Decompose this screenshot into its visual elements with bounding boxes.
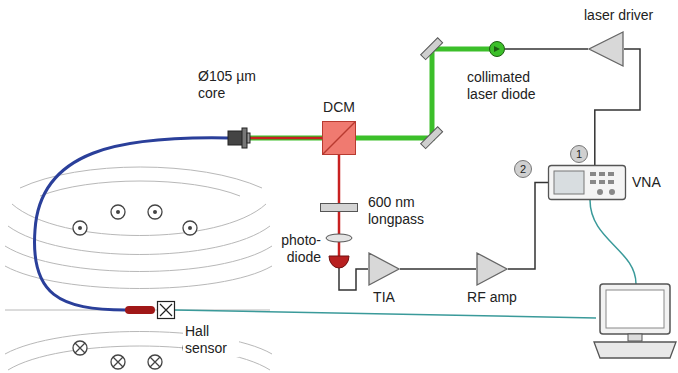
computer <box>594 284 676 358</box>
hall-sensor: Hall sensor <box>157 301 175 319</box>
coil-in <box>73 341 197 369</box>
signal-wire <box>505 48 588 50</box>
fluorescence-beam <box>250 137 322 140</box>
coil-out-dots <box>78 210 192 230</box>
vna-cable <box>590 200 636 284</box>
vna-instrument: VNA <box>548 165 626 200</box>
component-label: DCM <box>314 99 364 116</box>
component-label: collimated laser diode <box>467 69 549 103</box>
laser-diode: collimated laser diode <box>489 41 505 57</box>
coil-out <box>73 205 197 235</box>
mirror <box>421 127 443 149</box>
component-label: RF amp <box>457 289 527 306</box>
fiber-connector-symbol <box>228 128 250 148</box>
rf-amplifier: RF amp <box>476 252 508 286</box>
optical-fiber <box>34 138 228 310</box>
component-label: photo- diode <box>263 232 321 266</box>
component-label: TIA <box>354 289 414 306</box>
signal-wire <box>400 268 476 270</box>
tia-amplifier-symbol <box>368 252 400 286</box>
signal-wire <box>508 183 548 270</box>
component-label: 600 nm longpass <box>368 194 440 228</box>
signal-wire <box>595 49 640 165</box>
fiber-connector: Ø105 µm core <box>228 128 250 148</box>
photodiode: photo- diode <box>329 256 349 268</box>
callout-number: 2 <box>514 160 532 178</box>
field-lines <box>5 167 272 370</box>
component-label: Ø105 µm core <box>198 68 268 102</box>
hall-sensor-symbol <box>157 301 175 319</box>
lens <box>326 234 352 242</box>
component-label: Hall sensor <box>183 323 239 357</box>
hall-cable <box>175 310 596 318</box>
coil-in-crosses <box>75 343 195 367</box>
signal-wire <box>339 268 368 290</box>
laser-diode-symbol <box>489 41 505 57</box>
rf-amplifier-symbol <box>476 252 508 286</box>
tia-amplifier: TIA <box>368 252 400 286</box>
fiber-tip <box>125 306 155 314</box>
component-label: laser driver <box>584 7 668 24</box>
mirror <box>421 38 443 60</box>
longpass-filter-symbol <box>320 203 358 212</box>
photodiode-symbol <box>329 256 349 268</box>
laser-driver: laser driver <box>588 31 624 67</box>
laser-driver-symbol <box>588 31 624 67</box>
callout-number: 1 <box>570 145 588 163</box>
longpass-filter: 600 nm longpass <box>320 203 358 212</box>
component-label: VNA <box>632 174 672 191</box>
vna-instrument-symbol <box>548 165 626 200</box>
dichroic-mirror-symbol <box>322 121 356 155</box>
dichroic-mirror: DCM <box>322 121 356 155</box>
